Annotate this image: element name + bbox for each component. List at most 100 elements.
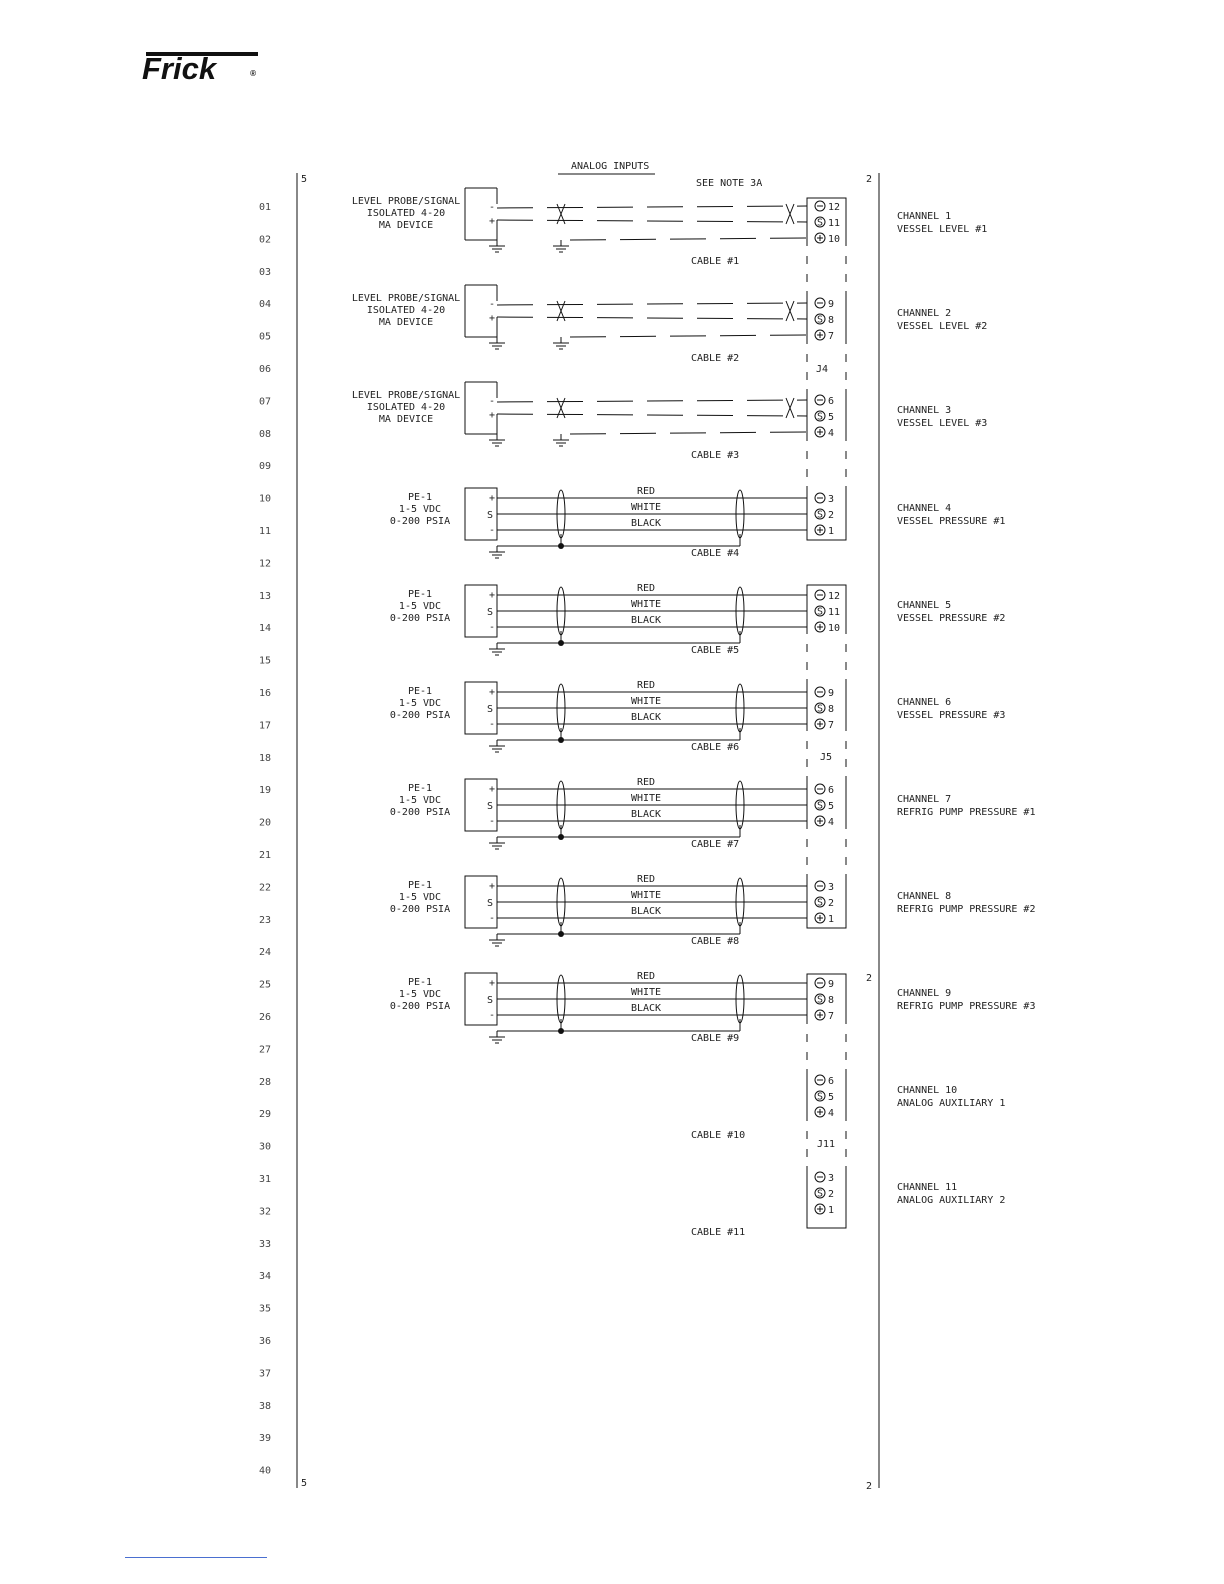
terminal-circle [814,410,826,422]
shield-drain-wire [569,237,808,241]
ground-symbol [489,740,505,753]
shield-drain-wire [569,334,808,338]
footer-rule [125,1557,267,1558]
ground-symbol [489,643,505,656]
terminal-pin-number: 7 [828,1011,834,1022]
terminal-circle [814,232,826,244]
terminal-pin-number: 7 [828,720,834,731]
transducer-caption: PE-1 [408,492,432,503]
row-number: 34 [259,1271,271,1282]
level-device-caption: MA DEVICE [379,220,433,231]
connector-block [806,973,847,1229]
row-number: 02 [259,234,271,245]
channel-label: CHANNEL 8 [897,891,951,902]
terminal-shield-sign: S [817,898,823,909]
channel-label: CHANNEL 3 [897,405,951,416]
terminal-pin-number: 4 [828,1108,834,1119]
terminal-shield-sign: S [817,1189,823,1200]
twisted-pair-mark [556,397,566,419]
terminal-pin-number: 12 [828,591,840,602]
frick-logo: Frick ® [140,46,265,86]
row-number: 25 [259,980,271,991]
terminal-circle [814,200,826,212]
wire-color-white-label: WHITE [631,696,661,707]
cable-shield-ellipse [735,586,745,636]
terminal-circle [814,394,826,406]
transducer-caption: 0-200 PSIA [390,904,450,915]
row-number: 01 [259,202,271,213]
terminal-circle [814,1203,826,1215]
channel-label: CHANNEL 2 [897,308,951,319]
signal-wire-minus [496,399,808,403]
channel-description: ANALOG AUXILIARY 1 [897,1098,1005,1109]
row-number: 32 [259,1206,271,1217]
transducer-plus-label: + [489,978,495,989]
twisted-pair-mark [785,300,795,322]
terminal-pin-number: 1 [828,526,834,537]
row-number: 06 [259,364,271,375]
transducer-caption: PE-1 [408,686,432,697]
ground-symbol [489,434,505,447]
row-number: 19 [259,785,271,796]
row-number: 12 [259,558,271,569]
ground-symbol [489,837,505,850]
cable-shield-ellipse [556,974,566,1024]
transducer-plus-label: + [489,881,495,892]
terminal-circle [814,799,826,811]
wire-color-white-label: WHITE [631,502,661,513]
terminal-circle [814,297,826,309]
terminal-pin-number: 12 [828,202,840,213]
row-number: 16 [259,688,271,699]
cable-label: CABLE #7 [691,839,739,850]
terminal-pin-number: 9 [828,979,834,990]
signal-wire-plus [496,316,808,320]
cable-shield-ellipse [556,683,566,733]
wire-color-white-label: WHITE [631,793,661,804]
ground-symbol [489,337,505,350]
terminal-pin-number: 6 [828,785,834,796]
wire-color-white-label: WHITE [631,599,661,610]
row-number: 30 [259,1142,271,1153]
transducer-signal-label: S [487,510,493,521]
terminal-shield-sign: S [817,1092,823,1103]
transducer-caption: 0-200 PSIA [390,516,450,527]
cable-label: CABLE #1 [691,256,739,267]
terminal-circle [814,508,826,520]
connector-label-j11: J11 [817,1139,835,1150]
terminal-pin-number: 11 [828,218,840,229]
terminal-circle [814,1187,826,1199]
ground-symbol [489,546,505,559]
row-number: 17 [259,720,271,731]
transducer-caption: PE-1 [408,589,432,600]
terminal-pin-number: 4 [828,428,834,439]
cable-label: CABLE #10 [691,1130,745,1141]
row-number: 18 [259,753,271,764]
wire-color-black-label: BLACK [631,809,661,820]
ground-symbol [489,240,505,253]
border-ref-bottom-left: 5 [301,1478,307,1489]
terminal-circle [814,492,826,504]
row-number: 03 [259,267,271,278]
wire-color-white-label: WHITE [631,890,661,901]
level-device-plus-label: + [489,216,495,227]
terminal-shield-sign: S [817,412,823,423]
border-ref-bottom-right: 2 [866,1481,872,1492]
terminal-circle [814,426,826,438]
terminal-pin-number: 4 [828,817,834,828]
logo-wordmark: Frick [142,51,218,86]
row-number: 35 [259,1304,271,1315]
shield-drain-wire [569,431,808,435]
row-number: 23 [259,915,271,926]
transducer-caption: PE-1 [408,977,432,988]
terminal-pin-number: 3 [828,1173,834,1184]
wire-color-black-label: BLACK [631,712,661,723]
terminal-circle [814,880,826,892]
terminal-circle [814,783,826,795]
level-device-caption: ISOLATED 4-20 [367,208,445,219]
cable-shield-ellipse [735,683,745,733]
signal-wire-plus [496,413,808,417]
transducer-minus-label: - [489,525,495,536]
terminal-circle [814,977,826,989]
wire-color-red-label: RED [637,583,655,594]
